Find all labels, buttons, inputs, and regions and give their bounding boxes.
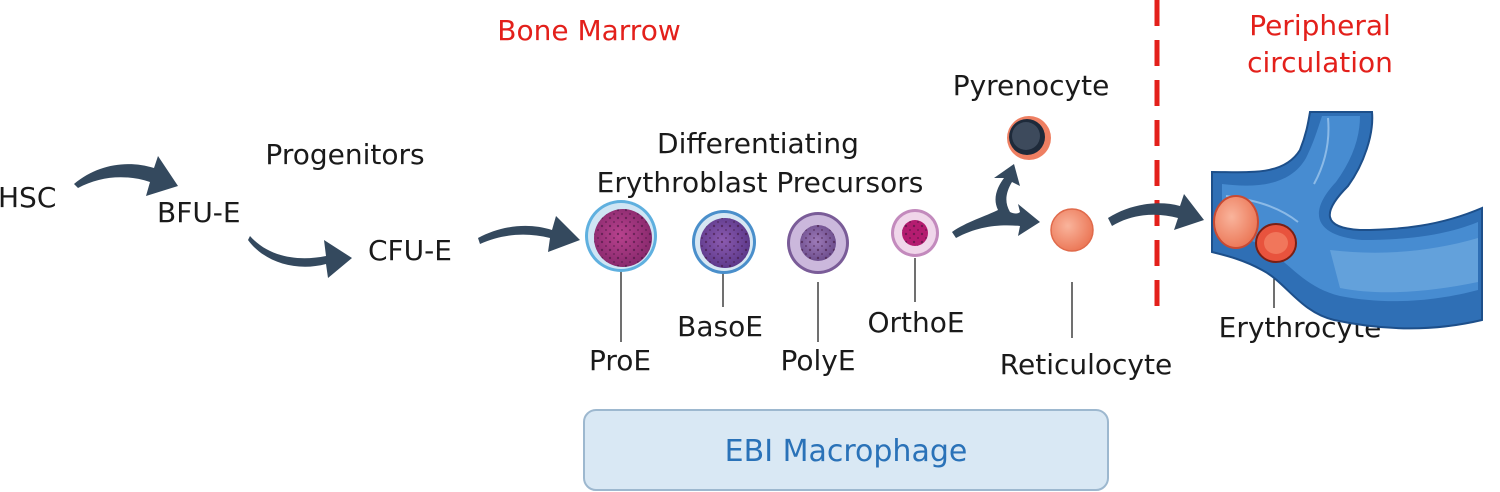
ebi-macrophage-box: EBI Macrophage (583, 409, 1109, 491)
arrow-orthoe-split (952, 164, 1040, 238)
peripheral-label-line2: circulation (1247, 46, 1393, 79)
poly-e-cell (787, 212, 849, 274)
precursors-heading-line1: Differentiating (657, 127, 859, 160)
arrow-cfu-to-proe (478, 216, 580, 252)
arrow-bfu-to-cfu (248, 236, 352, 278)
ortho-e-label: OrthoE (867, 306, 964, 339)
hsc-label: HSC (0, 181, 56, 214)
arrow-hsc-to-bfu (74, 156, 178, 196)
blood-vessel (1211, 111, 1483, 330)
precursors-heading-line2: Erythroblast Precursors (597, 166, 924, 199)
erythrocyte-cell-1 (1213, 195, 1259, 249)
bfu-e-label: BFU-E (157, 196, 241, 229)
progenitors-heading: Progenitors (265, 138, 424, 171)
reticulocyte-label: Reticulocyte (1000, 348, 1172, 381)
poly-e-label: PolyE (780, 344, 855, 377)
ebi-macrophage-label: EBI Macrophage (725, 434, 968, 469)
baso-e-label: BasoE (677, 310, 763, 343)
bone-marrow-label: Bone Marrow (497, 14, 680, 47)
pyrenocyte-label: Pyrenocyte (953, 69, 1110, 102)
reticulocyte-cell (1050, 208, 1094, 252)
arrow-reticulocyte-to-vessel (1108, 194, 1204, 230)
peripheral-label-line1: Peripheral (1249, 9, 1391, 42)
pyrenocyte-cell (1007, 116, 1051, 160)
pro-e-label: ProE (589, 344, 651, 377)
cfu-e-label: CFU-E (368, 234, 452, 267)
baso-e-cell (692, 210, 756, 274)
pro-e-cell (585, 200, 657, 272)
ortho-e-cell (891, 209, 939, 257)
